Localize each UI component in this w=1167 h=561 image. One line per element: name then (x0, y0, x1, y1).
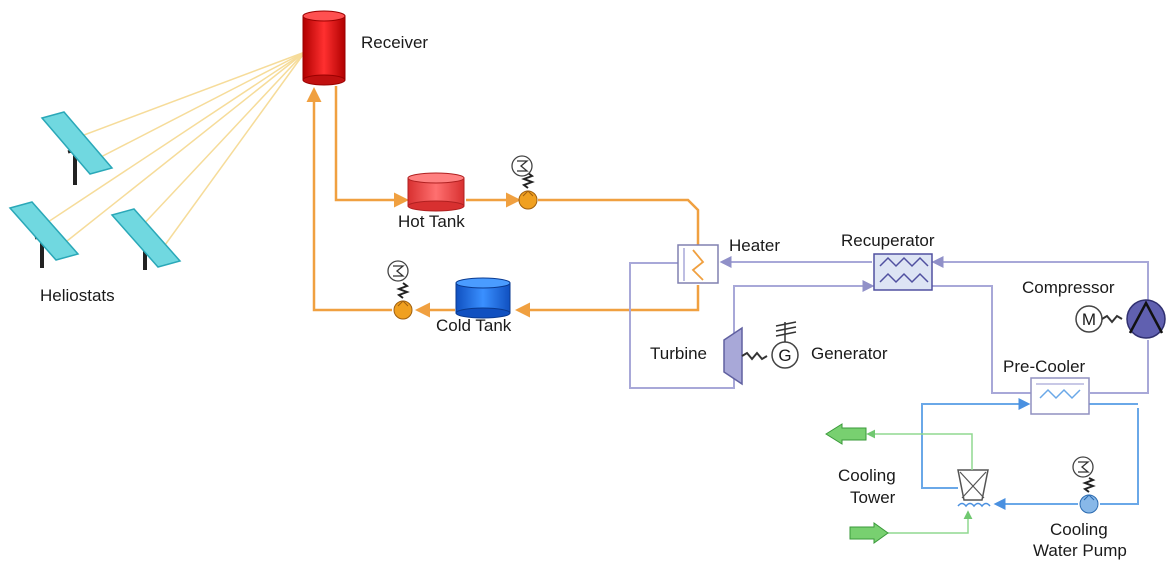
generator-label: Generator (811, 344, 888, 363)
motor-symbol: M (1082, 310, 1096, 329)
cold-salt-pump (387, 260, 413, 320)
air-inlet-arrow (849, 522, 889, 544)
recuperator (873, 253, 933, 291)
cold-tank-label: Cold Tank (436, 316, 512, 335)
receiver-label: Receiver (361, 33, 428, 52)
heater-label: Heater (729, 236, 780, 255)
heliostat-1 (40, 111, 114, 185)
hot-tank-label: Hot Tank (398, 212, 465, 231)
air-exhaust-arrow (825, 423, 867, 445)
cooling-tower-label-line1: Cooling (838, 466, 896, 485)
air-flow-lines (866, 429, 973, 534)
turbine-label: Turbine (650, 344, 707, 363)
cooling-pump-label-line2: Water Pump (1033, 541, 1127, 560)
compressor: M (1075, 299, 1166, 339)
pre-cooler (1030, 377, 1090, 415)
cooling-tower (957, 469, 991, 508)
water-loop-piping (921, 398, 1139, 510)
heliostats-label: Heliostats (40, 286, 115, 305)
generator: G (771, 321, 799, 369)
cooling-pump-label-line1: Cooling (1050, 520, 1108, 539)
salt-loop-piping (306, 86, 700, 318)
cold-tank (455, 277, 511, 319)
heater (677, 244, 719, 284)
hot-tank (407, 172, 465, 212)
cooling-tower-label-line2: Tower (850, 488, 896, 507)
compressor-label: Compressor (1022, 278, 1115, 297)
cooling-water-pump (1072, 456, 1099, 514)
heliostat-2 (8, 201, 80, 268)
hot-salt-pump (511, 155, 538, 210)
turbine (723, 326, 768, 386)
co2-loop-piping (629, 256, 1149, 394)
recuperator-label: Recuperator (841, 231, 935, 250)
pre-cooler-label: Pre-Cooler (1003, 357, 1086, 376)
heliostat-3 (110, 208, 182, 270)
receiver (302, 10, 346, 86)
heliostat-rays (47, 51, 306, 246)
generator-symbol: G (778, 346, 791, 365)
